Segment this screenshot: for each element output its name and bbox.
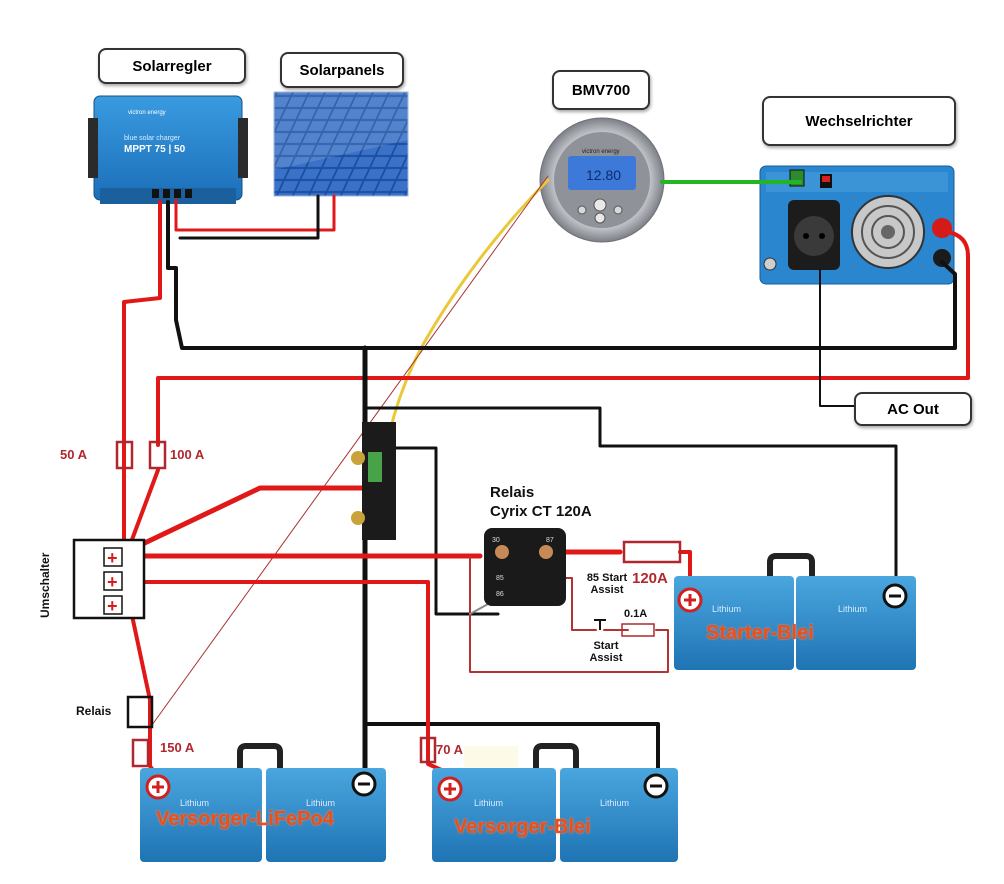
shunt-to-relay	[384, 446, 500, 616]
label-solarpanels: Solarpanels	[280, 52, 404, 88]
bmv700-monitor: 12.80 victron energy	[539, 117, 665, 243]
label-start-assist-85: 85 Start Assist	[586, 572, 628, 596]
label-fuse-01: 0.1A	[624, 608, 648, 620]
bmv-shunt-cable	[384, 178, 550, 452]
label-start-assist-button: Start Assist	[589, 640, 623, 664]
label-versorger-blei: Versorger-Blei	[454, 816, 591, 838]
shunt	[351, 422, 396, 540]
label-solarregler: Solarregler	[98, 48, 246, 84]
label-versorger-lifepo4: Versorger-LiFePo4	[156, 808, 334, 830]
blei-cell-1-brand: Lithium	[474, 798, 503, 808]
label-fuse-50: 50 A	[60, 447, 87, 462]
relay-pin-30: 30	[492, 537, 500, 544]
blei-negative	[363, 722, 660, 778]
pv-positive	[174, 194, 336, 232]
starter-cell-2-brand: Lithium	[838, 604, 867, 614]
label-fuse-150: 150 A	[160, 740, 195, 755]
mppt-line-text: blue solar charger	[124, 135, 181, 142]
switch-symbol-2: +	[107, 572, 118, 592]
relais-box	[126, 695, 154, 729]
bmv-aux-wire	[151, 175, 549, 726]
solar-panel	[273, 91, 409, 197]
label-wechselrichter: Wechselrichter	[762, 96, 956, 146]
mppt-model-text: MPPT 75 | 50	[124, 144, 186, 155]
fuse-100-wire	[128, 468, 160, 547]
switch-symbol-1: +	[107, 548, 118, 568]
relay-pin-85: 85	[496, 575, 504, 582]
umschalter-switch: + + +	[72, 538, 146, 620]
label-relais-small: Relais	[76, 704, 112, 718]
label-relais-model: Cyrix CT 120A	[490, 503, 592, 520]
label-bmv700: BMV700	[552, 70, 650, 110]
fuse-01	[621, 623, 655, 637]
starter-negative	[363, 406, 898, 592]
starter-battery: Lithium Lithium	[674, 553, 916, 670]
ac-out-wire	[819, 269, 859, 407]
pv-negative	[178, 194, 320, 240]
cyrix-relay: 30 87 85 86	[484, 528, 566, 606]
inverter-positive	[156, 230, 970, 447]
fuse-50	[115, 440, 134, 470]
blei-battery: Lithium Lithium	[432, 743, 678, 862]
inverter	[759, 165, 955, 285]
start-assist-button	[594, 619, 606, 630]
label-umschalter-wrap: Umschalter	[34, 540, 70, 620]
fuse-150	[131, 738, 150, 768]
starter-cell-1-brand: Lithium	[712, 604, 741, 614]
fuse-70	[419, 736, 437, 764]
mppt-positive	[122, 200, 162, 547]
fuse-120	[622, 540, 682, 564]
label-starter-blei: Starter-Blei	[706, 622, 814, 644]
label-ac-out: AC Out	[854, 392, 972, 426]
mppt-brand-text: victron energy	[128, 110, 166, 116]
blei-cell-2-brand: Lithium	[600, 798, 629, 808]
fuse-100	[148, 440, 167, 470]
lifepo4-cell-2-brand: Lithium	[306, 798, 335, 808]
switch-symbol-3: +	[107, 596, 118, 616]
bmv-brand: victron energy	[582, 149, 620, 155]
bmv-reading: 12.80	[586, 167, 621, 183]
lifepo4-battery: Lithium Lithium	[140, 743, 386, 862]
label-umschalter: Umschalter	[38, 552, 52, 618]
label-relais-title: Relais	[490, 484, 535, 501]
fuses	[115, 440, 682, 768]
label-fuse-100: 100 A	[170, 447, 205, 462]
relay-pin-86: 86	[496, 591, 504, 598]
lifepo4-cell-1-brand: Lithium	[180, 798, 209, 808]
lifepo4-positive	[128, 604, 162, 782]
label-fuse-120: 120A	[632, 570, 668, 587]
relay-pin-87: 87	[546, 537, 554, 544]
label-fuse-70: 70 A	[436, 742, 463, 757]
shunt-positive	[127, 485, 383, 553]
negative-bus	[166, 200, 957, 350]
mppt-charger: victron energy blue solar charger MPPT 7…	[88, 95, 248, 204]
